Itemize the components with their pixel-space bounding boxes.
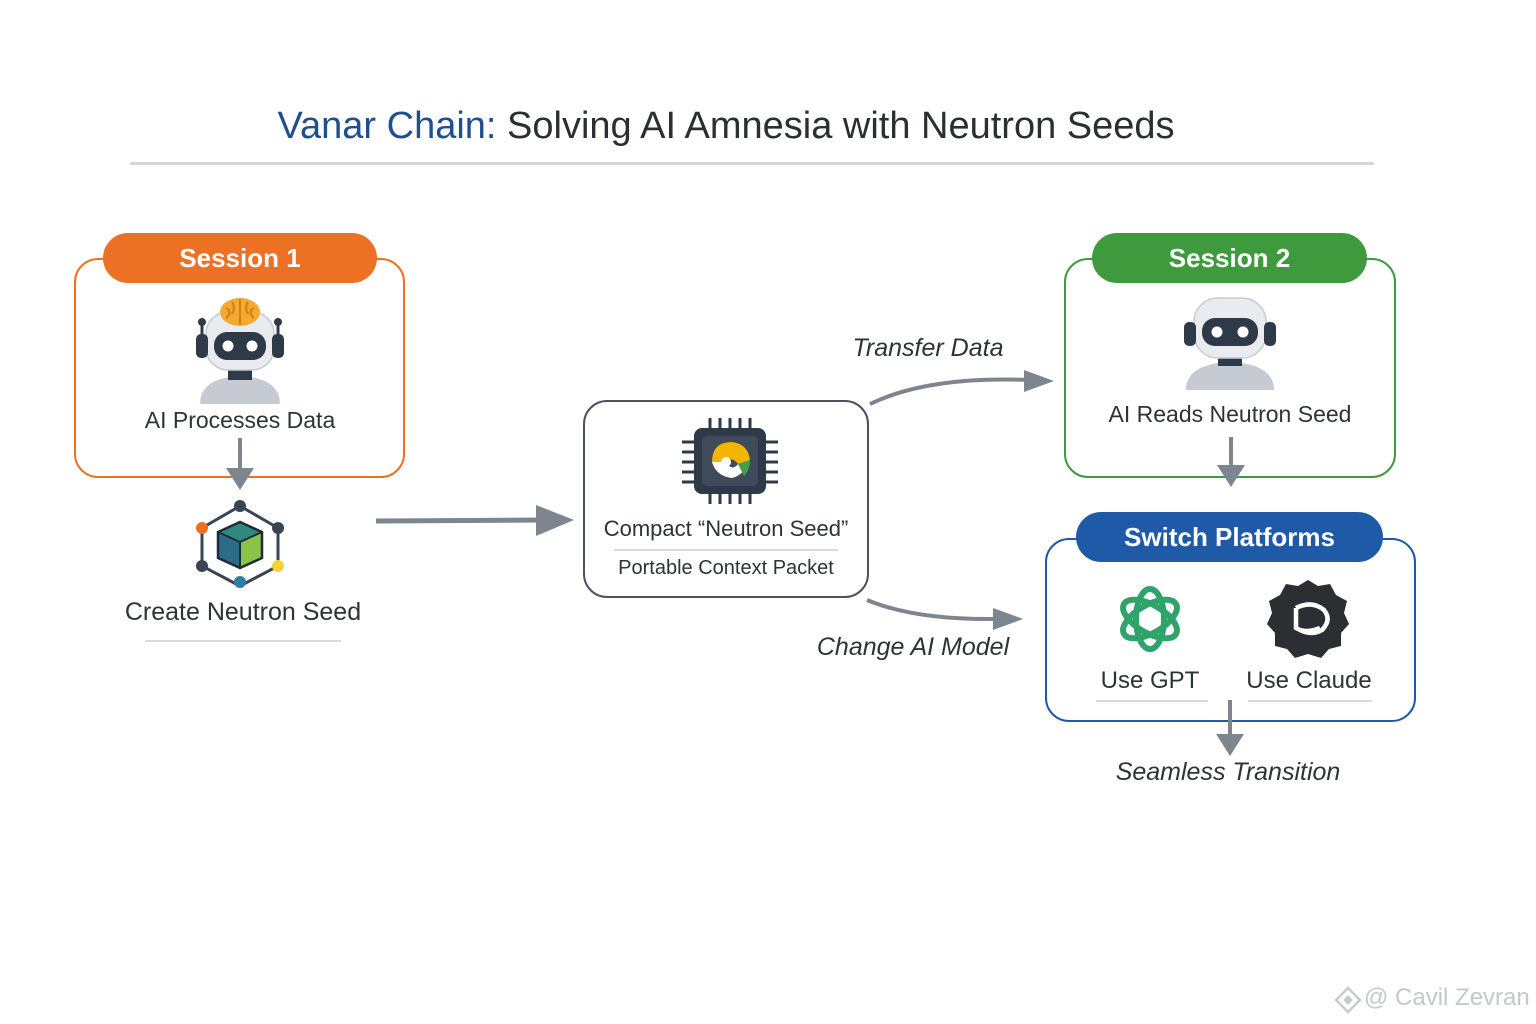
title-divider: [130, 162, 1374, 165]
use-claude-underline: [1248, 700, 1372, 702]
title-brand: Vanar Chain:: [277, 105, 497, 147]
session2-caption: AI Reads Neutron Seed: [1108, 401, 1352, 427]
arrow-down-2: [1217, 437, 1245, 487]
session1-caption: AI Processes Data: [144, 407, 336, 433]
change-model-label: Change AI Model: [816, 633, 1010, 661]
arrow-down-1: [226, 438, 254, 490]
seamless-transition-label: Seamless Transition: [1115, 758, 1341, 786]
robot-brain-icon: [196, 298, 284, 404]
watermark-logo-icon: [1334, 986, 1362, 1014]
cube-network-icon: [196, 500, 284, 588]
title-text: Solving AI Amnesia with Neutron Seeds: [496, 105, 1175, 147]
platforms-badge: Switch Platforms: [1076, 512, 1383, 562]
use-gpt-underline: [1096, 700, 1208, 702]
seed-card-title: Compact “Neutron Seed”: [603, 516, 849, 541]
openai-icon: [1120, 586, 1180, 652]
arrow-transfer: [869, 370, 1054, 406]
chip-icon: [682, 418, 778, 504]
robot-icon: [1184, 297, 1276, 390]
session1-badge: Session 1: [103, 233, 377, 283]
transfer-label: Transfer Data: [852, 334, 1004, 362]
claude-icon: [1267, 580, 1349, 658]
create-seed-underline: [145, 640, 341, 642]
arrow-change-model: [866, 598, 1023, 630]
use-claude-label: Use Claude: [1246, 667, 1372, 694]
page-title: Vanar Chain: Solving AI Amnesia with Neu…: [0, 100, 1452, 152]
platforms-frame: [1045, 538, 1416, 722]
arrow-right-to-seed: [375, 505, 574, 536]
seed-card-subtitle: Portable Context Packet: [618, 557, 834, 579]
seed-card-divider: [614, 549, 838, 551]
session2-badge: Session 2: [1092, 233, 1367, 283]
use-gpt-label: Use GPT: [1100, 667, 1200, 694]
arrow-down-3: [1216, 700, 1244, 756]
watermark-text: @ Cavil Zevran: [1364, 984, 1530, 1011]
create-seed-caption: Create Neutron Seed: [124, 598, 362, 626]
